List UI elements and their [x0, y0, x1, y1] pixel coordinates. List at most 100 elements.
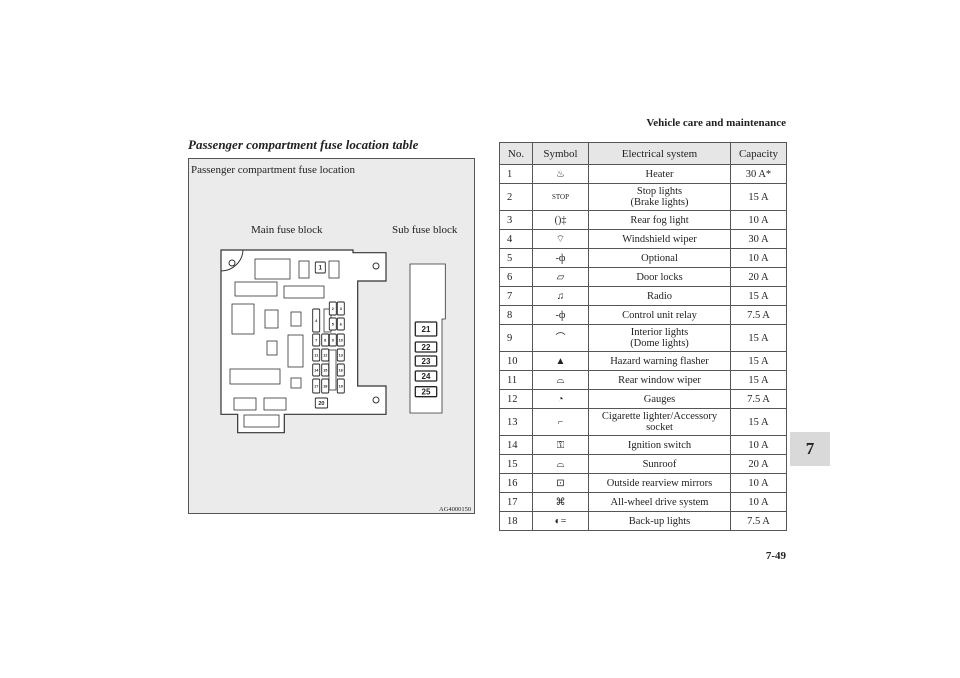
rear-fog-light-icon-text: ()‡	[554, 214, 567, 226]
fuse-number-text: 10	[507, 355, 518, 367]
capacity-text: 15 A	[748, 332, 769, 344]
capacity: 30 A*	[730, 164, 787, 184]
col-header-system: Electrical system	[588, 142, 731, 165]
capacity: 10 A	[730, 210, 787, 230]
fuse-number: 13	[499, 408, 533, 436]
fuse-number: 25	[422, 388, 431, 397]
fuse-number: 3	[340, 307, 342, 311]
fuse-number: 18	[499, 511, 533, 531]
radio-icon: ♫	[532, 286, 589, 306]
capacity-text: 20 A	[748, 458, 769, 470]
awd-icon: ⌘	[532, 492, 589, 512]
electrical-system: Radio	[588, 286, 731, 306]
fuse-number: 16	[339, 368, 343, 372]
electrical-system: Outside rearview mirrors	[588, 473, 731, 493]
fuse: 10	[336, 333, 345, 347]
fuse-number: 6	[340, 322, 342, 326]
electrical-system: All-wheel drive system	[588, 492, 731, 512]
fuse: 17	[312, 378, 321, 394]
fuse-number: 7	[315, 338, 317, 342]
capacity: 7.5 A	[730, 389, 787, 409]
fuse-number-text: 11	[507, 374, 518, 386]
fuse: 6	[336, 317, 345, 331]
fuse-number-text: 18	[507, 515, 518, 527]
fuse-number: 23	[422, 357, 431, 366]
electrical-system-text: Rear fog light	[630, 214, 689, 226]
fuse-number: 12	[499, 389, 533, 409]
fuse: 25	[414, 386, 438, 398]
optional-icon: -ф	[532, 248, 589, 268]
capacity: 7.5 A	[730, 511, 787, 531]
fuse-number: 8	[499, 305, 533, 325]
electrical-system: Back-up lights	[588, 511, 731, 531]
fuse-number: 1	[319, 266, 323, 272]
capacity-text: 10 A	[748, 252, 769, 264]
electrical-system-text: All-wheel drive system	[610, 496, 709, 508]
electrical-system: Stop lights (Brake lights)	[588, 183, 731, 211]
fuse-number-text: 13	[507, 416, 518, 428]
fuse: 16	[336, 363, 345, 377]
sunroof-icon: ⌓	[532, 454, 589, 474]
fuse-number: 7	[499, 286, 533, 306]
hazard-icon: ▲	[532, 351, 589, 371]
capacity: 10 A	[730, 492, 787, 512]
fuse-number: 10	[499, 351, 533, 371]
capacity: 30 A	[730, 229, 787, 249]
page-number: 7-49	[765, 550, 786, 562]
fuse-number-text: 17	[507, 496, 518, 508]
fuse-number-text: 6	[507, 271, 513, 283]
fuse: 4	[312, 308, 321, 333]
capacity: 15 A	[730, 408, 787, 436]
fuse-number: 14	[499, 435, 533, 455]
electrical-system: Sunroof	[588, 454, 731, 474]
radio-icon-text: ♫	[556, 290, 565, 302]
electrical-system: Gauges	[588, 389, 731, 409]
ignition-switch-icon-text: ⚿	[556, 439, 565, 451]
fuse-number-text: 15	[507, 458, 518, 470]
electrical-system-text: Radio	[646, 290, 673, 302]
electrical-system-text: Stop lights (Brake lights)	[630, 186, 689, 208]
section-title: Passenger compartment fuse location tabl…	[188, 137, 419, 152]
diagram-caption: Passenger compartment fuse location	[191, 164, 356, 176]
fuse: 19	[336, 378, 345, 394]
fuse-location-diagram: Passenger compartment fuse location Main…	[188, 158, 475, 514]
heater-icon-text: ♨	[556, 168, 565, 180]
fuse-number: 9	[499, 324, 533, 352]
fuse-number-text: 4	[507, 233, 513, 245]
fuse-number: 4	[499, 229, 533, 249]
optional-icon-text: -ф	[555, 252, 566, 264]
fuse-number: 1	[499, 164, 533, 184]
fuse-number-text: 1	[507, 168, 513, 180]
electrical-system-text: Heater	[645, 168, 674, 180]
capacity: 10 A	[730, 473, 787, 493]
electrical-system-text: Ignition switch	[627, 439, 692, 451]
fuse-number: 22	[422, 343, 431, 352]
table-row: 9⌒Interior lights (Dome lights)15 A	[499, 324, 787, 352]
fuse: 23	[414, 355, 438, 367]
rear-wiper-icon-text: ⌓	[556, 374, 565, 386]
fuse: 8	[321, 333, 330, 347]
fuse: 15	[321, 363, 330, 377]
electrical-system-text: Control unit relay	[622, 309, 697, 321]
fuse-number-text: 5	[507, 252, 513, 264]
fuse: 5	[328, 317, 337, 331]
col-header-capacity: Capacity	[730, 142, 787, 165]
fuse-number: 8	[324, 338, 326, 342]
electrical-system-text: Door locks	[636, 271, 683, 283]
capacity-text: 10 A	[748, 214, 769, 226]
fuse-number-text: 8	[507, 309, 513, 321]
awd-icon-text: ⌘	[555, 496, 566, 508]
fuse-number-text: 7	[507, 290, 513, 302]
fuse: 20	[314, 397, 329, 409]
fuse-number: 15	[323, 368, 327, 372]
table-row: 15 ⌓Sunroof 20 A	[499, 454, 787, 474]
interior-light-icon-text: ⌒	[555, 332, 566, 344]
electrical-system-text: Windshield wiper	[622, 233, 697, 245]
fuse-number: 2	[332, 307, 334, 311]
fuse-number: 4	[315, 319, 318, 323]
